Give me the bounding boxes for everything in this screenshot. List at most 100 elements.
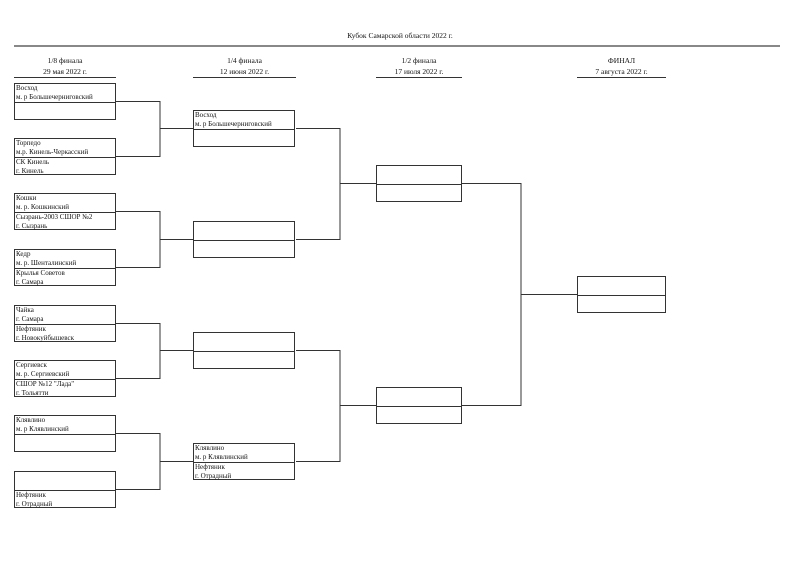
team-place: г. Отрадный: [16, 499, 53, 508]
team-name: [16, 472, 116, 481]
team-place: м. р. Кошкинский: [16, 203, 70, 211]
team-name: Клявлино: [16, 416, 46, 424]
team-place: [195, 139, 295, 148]
team-place: [579, 286, 666, 295]
team-slot: [15, 101, 116, 121]
team-place: г. Тольятти: [16, 388, 49, 397]
team-name: [16, 103, 116, 112]
team-place: [195, 250, 295, 259]
team-name: Нефтяник: [16, 324, 46, 333]
team-name: [378, 166, 462, 175]
round-label: 1/8 финала: [47, 56, 83, 65]
bracket-connector: [462, 183, 577, 406]
team-name: Кошки: [16, 194, 37, 202]
team-name: [195, 130, 295, 139]
bracket-connector: [116, 101, 193, 157]
team-place: [16, 112, 116, 121]
team-slot: [578, 277, 666, 295]
team-place: г. Сызрань: [16, 221, 48, 230]
team-name: Восход: [16, 84, 38, 92]
team-name: СШОР №12 "Лада": [16, 379, 75, 388]
team-slot: [194, 128, 295, 148]
round-label: ФИНАЛ: [607, 56, 636, 65]
bracket-connector: [116, 211, 193, 268]
team-name: [195, 333, 295, 342]
team-name: [378, 388, 462, 397]
team-name: Сергиевск: [16, 361, 47, 369]
round-header: ФИНАЛ 7 августа 2022 г.: [577, 55, 666, 78]
team-place: м. р Клявлинский: [195, 453, 248, 461]
team-name: [378, 185, 462, 194]
team-place: [195, 231, 295, 240]
team-place: [378, 175, 462, 184]
team-place: [378, 194, 462, 203]
bracket-connector: [296, 350, 376, 462]
round-label: 1/2 финала: [401, 56, 437, 65]
team-name: СК Кинель: [16, 157, 50, 166]
team-place: [579, 305, 666, 314]
team-place: [195, 361, 295, 370]
team-name: Клявлино: [195, 444, 225, 452]
title-divider: [14, 45, 780, 47]
team-slot: [377, 183, 462, 203]
match-box: [376, 387, 462, 424]
team-name: Нефтяник: [16, 490, 46, 499]
team-name: [16, 435, 116, 444]
team-slot: [194, 350, 295, 370]
team-slot: [194, 239, 295, 259]
match-box: [193, 221, 295, 258]
match-box: [193, 332, 295, 369]
team-place: [16, 481, 116, 490]
team-place: г. Самара: [16, 277, 44, 286]
team-name: [378, 407, 462, 416]
team-place: м. р. Шенталинский: [16, 259, 77, 267]
team-place: [378, 397, 462, 406]
team-place: [16, 444, 116, 453]
team-place: м. р Большечерниговский: [16, 93, 93, 101]
team-place: [195, 342, 295, 351]
team-place: м. р Клявлинский: [16, 425, 69, 433]
team-name: Кедр: [16, 250, 31, 258]
team-place: г. Отрадный: [195, 471, 232, 480]
team-name: [195, 352, 295, 361]
bracket-connector: [116, 323, 193, 379]
match-box: [376, 165, 462, 202]
round-date: 29 мая 2022 г.: [43, 67, 87, 76]
round-date: 7 августа 2022 г.: [595, 67, 648, 76]
team-name: Чайка: [16, 306, 34, 314]
team-place: м. р Большечерниговский: [195, 120, 272, 128]
team-name: Торпедо: [16, 139, 41, 147]
team-slot: [15, 472, 116, 490]
team-slot: [578, 294, 666, 314]
team-slot: [377, 405, 462, 425]
team-name: [579, 296, 666, 305]
team-place: г. Самара: [16, 315, 44, 323]
round-date: 12 июня 2022 г.: [219, 67, 270, 76]
team-slot: [377, 388, 462, 406]
team-slot: [15, 433, 116, 453]
team-name: [579, 277, 666, 286]
